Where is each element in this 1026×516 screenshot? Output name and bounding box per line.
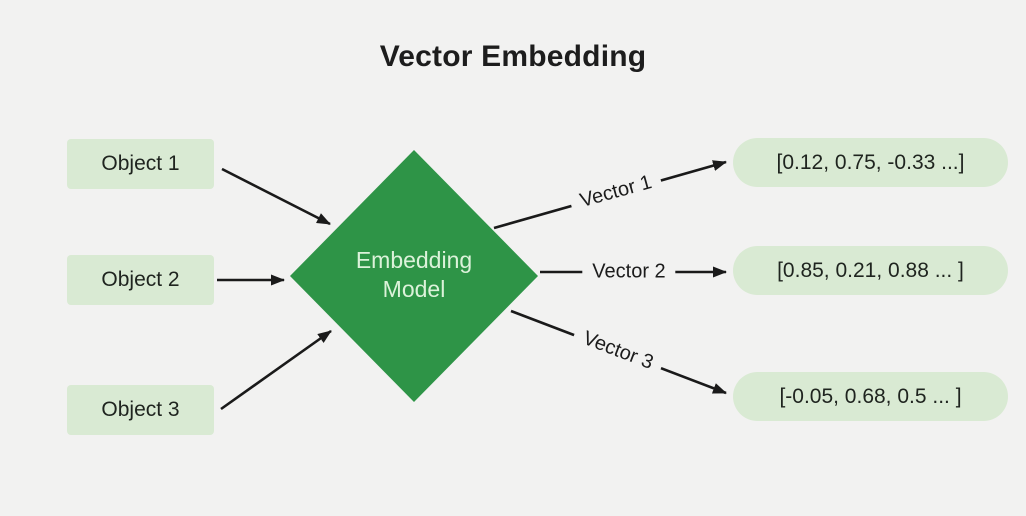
vector-2-values: [0.85, 0.21, 0.88 ... ] [777,258,964,282]
embedding-model-label-line1: Embedding [355,247,473,273]
vector-2-output-box: [0.85, 0.21, 0.88 ... ] [733,246,1008,295]
vector-1-output-box: [0.12, 0.75, -0.33 ...] [733,138,1008,187]
vector-2-arrow-label: Vector 2 [582,259,676,285]
vector-3-output-box: [-0.05, 0.68, 0.5 ... ] [733,372,1008,421]
embedding-model-label-line2: Model [382,276,446,302]
arrow-object3-to-model [220,329,332,411]
vector-1-values: [0.12, 0.75, -0.33 ...] [776,150,965,174]
object-3-label: Object 3 [101,398,180,421]
embedding-model-label: Embedding Model [314,246,514,304]
object-2-box: Object 2 [67,255,214,305]
arrow-object1-to-model [221,167,331,226]
object-1-label: Object 1 [101,152,180,175]
embedding-model-diamond [290,150,538,402]
object-2-label: Object 2 [101,268,180,291]
vector-3-values: [-0.05, 0.68, 0.5 ... ] [779,384,962,408]
object-1-box: Object 1 [67,139,214,189]
diagram-title: Vector Embedding [379,40,647,73]
object-3-box: Object 3 [67,385,214,435]
